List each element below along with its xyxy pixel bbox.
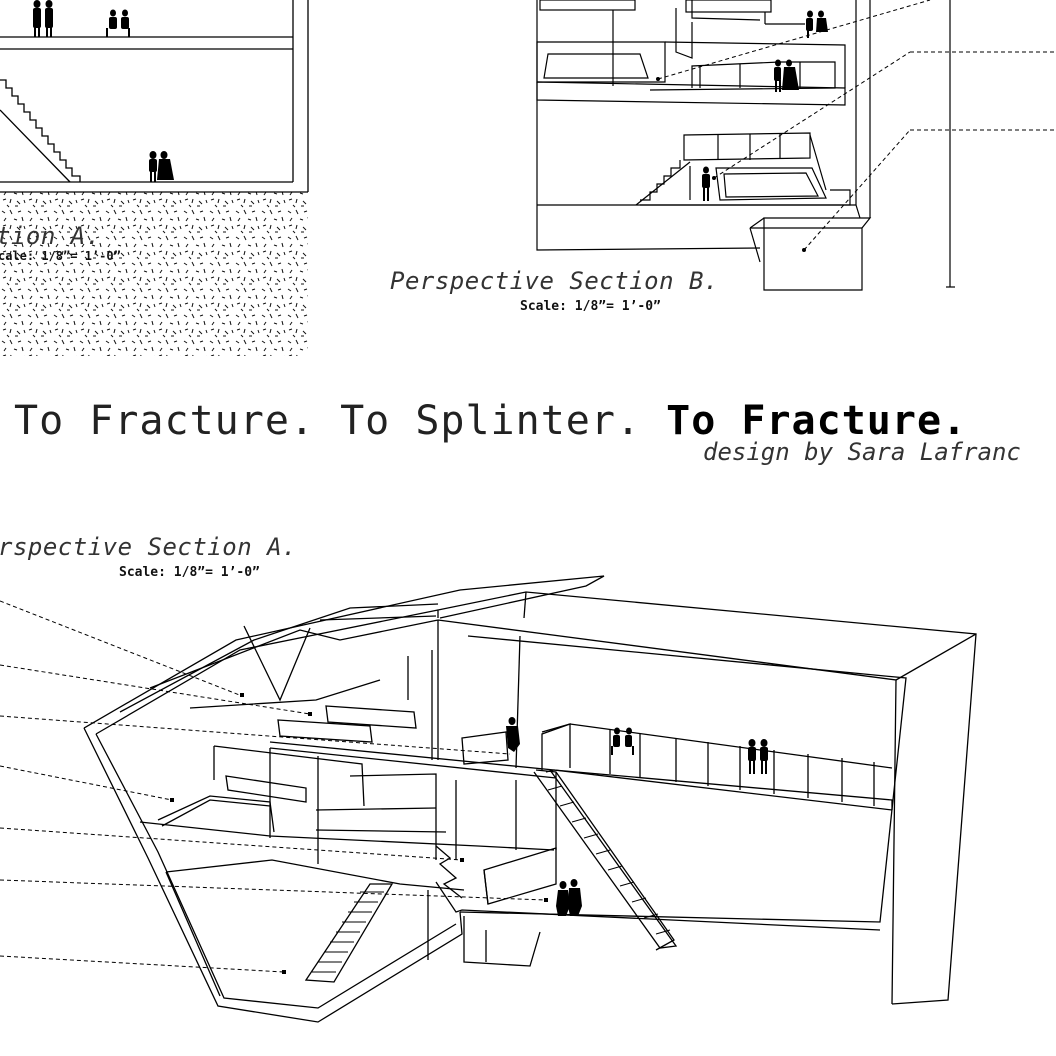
- section-a-large-scale: Scale: 1/8”= 1’-0”: [119, 565, 260, 580]
- design-credit: design by Sara Lafranc: [703, 438, 1021, 466]
- people-silhouettes-a-top: [33, 0, 174, 182]
- section-a-top-drawing: [0, 0, 309, 356]
- section-a-large-title: rspective Section A.: [0, 533, 297, 561]
- section-a-top-scale: cale: 1/8”= 1’-0”: [0, 249, 121, 263]
- section-b-scale: Scale: 1/8”= 1’-0”: [520, 299, 661, 314]
- headline-bold: To Fracture.: [666, 398, 968, 444]
- section-a-large-drawing: [83, 575, 977, 1023]
- headline-part1: To Fracture. To Splinter.: [14, 398, 667, 444]
- section-b-drawing: [536, 0, 955, 291]
- people-silhouettes-b: [656, 10, 828, 252]
- section-b-title: Perspective Section B.: [390, 267, 719, 295]
- section-a-top-title: tion A.: [0, 222, 101, 250]
- leader-lines-a: [0, 600, 547, 973]
- stair-treads: [312, 785, 671, 973]
- people-silhouettes-a-large: [170, 693, 768, 974]
- headline: To Fracture. To Splinter. To Fracture.: [14, 398, 967, 444]
- leader-lines-b: [657, 0, 1056, 251]
